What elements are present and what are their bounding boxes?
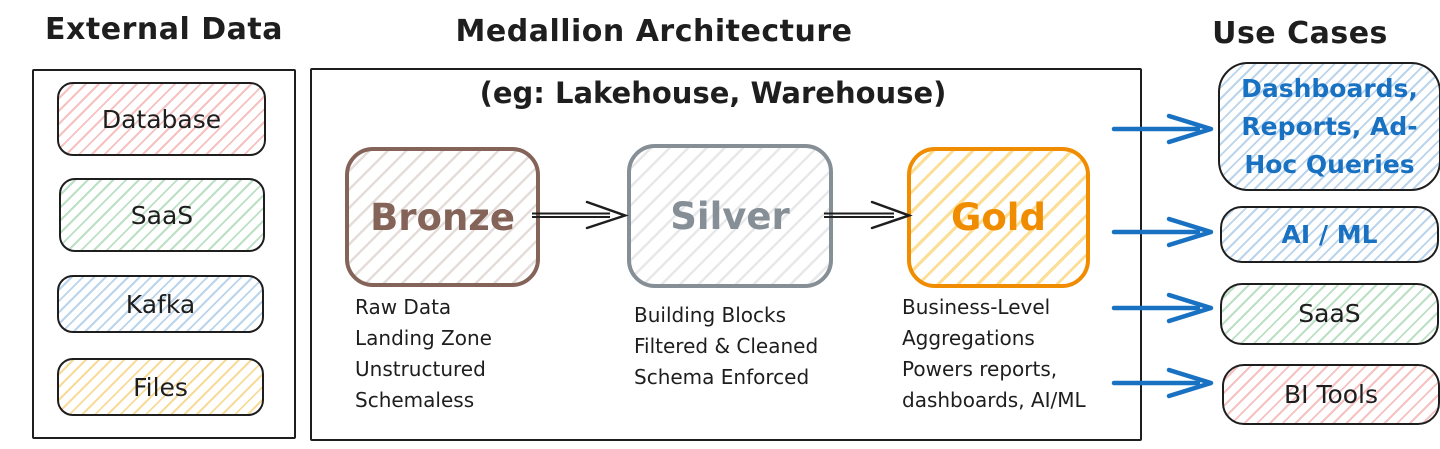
external-data-title: External Data [45, 12, 283, 47]
medallion-panel: (eg: Lakehouse, Warehouse) Bronze Silver… [310, 68, 1142, 441]
stage-gold: Gold [907, 147, 1090, 288]
use-case-saas: SaaS [1220, 283, 1439, 345]
bronze-description: Raw Data Landing Zone Unstructured Schem… [355, 295, 492, 412]
medallion-title: Medallion Architecture [455, 14, 853, 49]
gold-description: Business-Level Aggregations Powers repor… [902, 295, 1086, 412]
external-item-saas: SaaS [59, 178, 265, 252]
external-item-kafka: Kafka [57, 275, 264, 333]
medallion-subtitle: (eg: Lakehouse, Warehouse) [479, 76, 947, 110]
external-item-label: Kafka [125, 289, 196, 319]
stage-silver: Silver [627, 144, 833, 288]
use-case-bi-tools: BI Tools [1222, 364, 1440, 425]
external-data-panel: Database SaaS Kafka Files [32, 69, 296, 439]
external-item-database: Database [57, 82, 266, 156]
use-case-ai-ml: AI / ML [1220, 206, 1439, 263]
arrow-to-saas-icon [1111, 292, 1214, 324]
stage-label: Gold [951, 196, 1046, 239]
external-item-label: SaaS [130, 200, 194, 230]
use-case-dashboards: Dashboards, Reports, Ad- Hoc Queries [1218, 62, 1440, 191]
stage-bronze: Bronze [345, 147, 540, 287]
arrow-to-bi-tools-icon [1111, 367, 1214, 399]
silver-description: Building Blocks Filtered & Cleaned Schem… [634, 303, 819, 389]
use-cases-title: Use Cases [1212, 16, 1388, 51]
arrow-to-dashboards-icon [1111, 113, 1214, 145]
external-item-label: Files [133, 372, 188, 402]
arrow-to-ai-ml-icon [1111, 216, 1214, 248]
stage-label: Silver [670, 194, 790, 238]
silver-to-gold-arrow-icon [824, 200, 913, 230]
external-item-label: Database [101, 104, 222, 134]
stage-label: Bronze [370, 195, 515, 239]
external-item-files: Files [57, 358, 264, 416]
bronze-to-silver-arrow-icon [532, 200, 629, 230]
